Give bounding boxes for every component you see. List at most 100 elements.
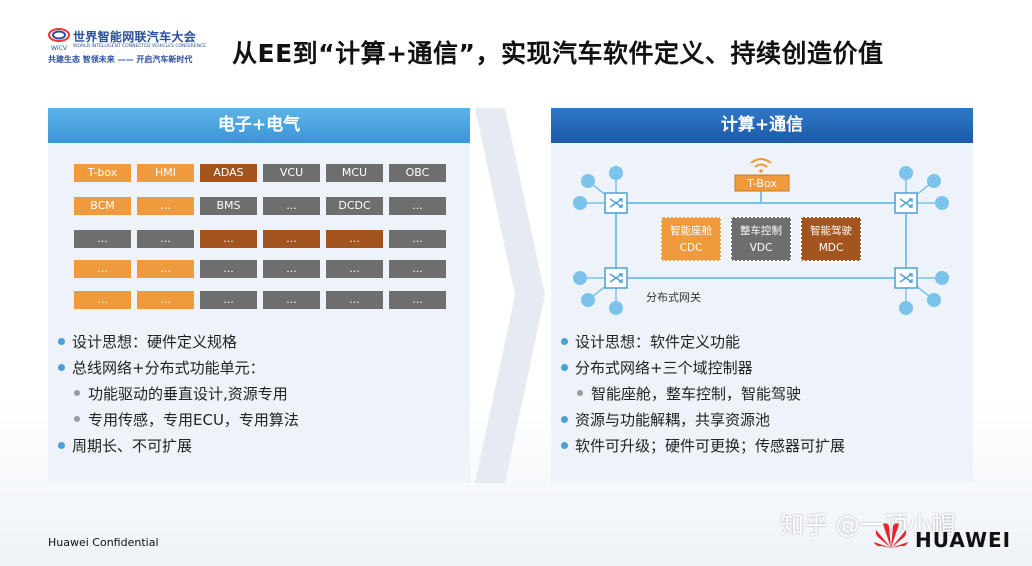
huawei-brand: HUAWEI: [915, 528, 1012, 552]
sensor-node: [899, 166, 913, 180]
controller-code: CDC: [680, 242, 703, 254]
gateway-node: [894, 166, 949, 214]
module-cell: OBC: [389, 164, 446, 182]
tbox-node: T-Box: [734, 174, 790, 192]
module-cell: ...: [389, 260, 446, 278]
module-cell: ADAS: [200, 164, 257, 182]
domain-controller: 智能驾驶 MDC: [800, 216, 862, 262]
switch-icon: [899, 198, 913, 208]
conference-logo: WICV 世界智能网联汽车大会 WORLD INTELLIGENT CONNEC…: [48, 26, 223, 70]
module-cell: MCU: [326, 164, 383, 182]
domain-controller: 智能座舱 CDC: [660, 216, 722, 262]
bullet-dot-icon: [58, 364, 65, 371]
sensor-node: [609, 166, 623, 180]
wifi-icon: [750, 158, 772, 173]
left-panel-title: 电子+电气: [48, 108, 470, 143]
bullet-text: 分布式网络+三个域控制器: [575, 359, 753, 377]
module-cell: ...: [137, 260, 194, 278]
bullet-dot-icon: [561, 416, 568, 423]
watermark: 知乎 @一顶小帽: [780, 511, 956, 539]
sensor-node: [581, 174, 595, 188]
svg-text:T-Box: T-Box: [746, 177, 777, 190]
bullet-text: 功能驱动的垂直设计,资源专用: [88, 385, 288, 403]
gateway-node: [573, 166, 628, 214]
bullet-text: 周期长、不可扩展: [72, 437, 193, 455]
confidential-label: Huawei Confidential: [48, 536, 159, 549]
bullet-text: 专用传感，专用ECU，专用算法: [88, 411, 299, 429]
bullet-dot-icon: [561, 338, 568, 345]
bullet-dot-icon: [561, 442, 568, 449]
sensor-node: [581, 293, 595, 307]
module-cell: ...: [137, 291, 194, 309]
sensor-node: [573, 196, 587, 210]
sensor-node: [899, 301, 913, 315]
module-cell: ...: [200, 260, 257, 278]
slide-title: 从EE到“计算+通信”，实现汽车软件定义、持续创造价值: [232, 39, 884, 68]
logo-slogan: 共建生态 智领未来 —— 开启汽车新时代: [48, 55, 193, 64]
module-cell: ...: [326, 260, 383, 278]
module-cell: ...: [326, 230, 383, 248]
module-cell: HMI: [137, 164, 194, 182]
network-diagram: T-Box 智能座舱 CDC 整车控制 VDC 智能驾驶 MDC 分布式网关: [573, 158, 949, 315]
module-cell: ...: [263, 291, 320, 309]
bullet-text: 总线网络+分布式功能单元：: [72, 359, 265, 377]
module-cell: ...: [389, 291, 446, 309]
module-cell: DCDC: [326, 197, 383, 215]
sensor-node: [609, 301, 623, 315]
module-cell: VCU: [263, 164, 320, 182]
module-cell: BCM: [74, 197, 131, 215]
controller-name: 智能驾驶: [810, 224, 852, 237]
sensor-node: [935, 196, 949, 210]
module-cell: ...: [137, 230, 194, 248]
left-panel: 电子+电气 T-box HMI ADAS VCU MCU OBC BCM... BMS... D…: [48, 108, 470, 483]
switch-icon: [609, 198, 623, 208]
module-cell: ...: [74, 260, 131, 278]
bullet-text: 设计思想：硬件定义规格: [72, 333, 238, 351]
right-panel-title: 计算+通信: [551, 108, 973, 143]
sensor-node: [927, 293, 941, 307]
svg-text:WICV: WICV: [51, 45, 68, 52]
controller-code: MDC: [819, 242, 843, 254]
controller-name: 整车控制: [740, 224, 782, 237]
controller-name: 智能座舱: [670, 224, 712, 237]
domain-controller: 整车控制 VDC: [730, 216, 792, 262]
sensor-node: [935, 271, 949, 285]
sensor-node: [927, 174, 941, 188]
switch-icon: [609, 273, 623, 283]
module-cell: T-box: [74, 164, 131, 182]
switch-icon: [899, 273, 913, 283]
gateway-node: [894, 267, 949, 315]
module-cell: ...: [263, 260, 320, 278]
module-cell: ...: [263, 230, 320, 248]
module-cell: BMS: [200, 197, 257, 215]
module-cell: ...: [389, 230, 446, 248]
controller-code: VDC: [750, 242, 773, 254]
bullet-dot-icon: [58, 338, 65, 345]
logo-subtitle: WORLD INTELLIGENT CONNECTED VEHICLES CON…: [73, 44, 207, 49]
gateway-node: [573, 267, 628, 315]
bullet-text: 智能座舱，整车控制，智能驾驶: [591, 385, 802, 403]
module-cell: ...: [74, 291, 131, 309]
wicv-logo-icon: WICV: [48, 28, 70, 52]
bullet-dot-icon: [577, 390, 583, 396]
module-cell: ...: [389, 197, 446, 215]
bullet-text: 软件可升级；硬件可更换；传感器可扩展: [575, 437, 846, 455]
module-cell: ...: [200, 230, 257, 248]
huawei-logo-icon: [874, 523, 908, 548]
bullet-text: 设计思想：软件定义功能: [575, 333, 741, 351]
bullet-dot-icon: [561, 364, 568, 371]
bullet-dot-icon: [74, 390, 80, 396]
module-cell: ...: [200, 291, 257, 309]
bullet-dot-icon: [58, 442, 65, 449]
transition-arrow-icon: [475, 108, 545, 483]
sensor-node: [573, 271, 587, 285]
network-label: 分布式网关: [646, 290, 701, 304]
module-cell: ...: [326, 291, 383, 309]
module-cell: ...: [137, 197, 194, 215]
logo-title: 世界智能网联汽车大会: [73, 30, 197, 44]
bullet-dot-icon: [74, 416, 80, 422]
module-cell: ...: [74, 230, 131, 248]
bullet-text: 资源与功能解耦，共享资源池: [575, 411, 771, 429]
module-cell: ...: [263, 197, 320, 215]
